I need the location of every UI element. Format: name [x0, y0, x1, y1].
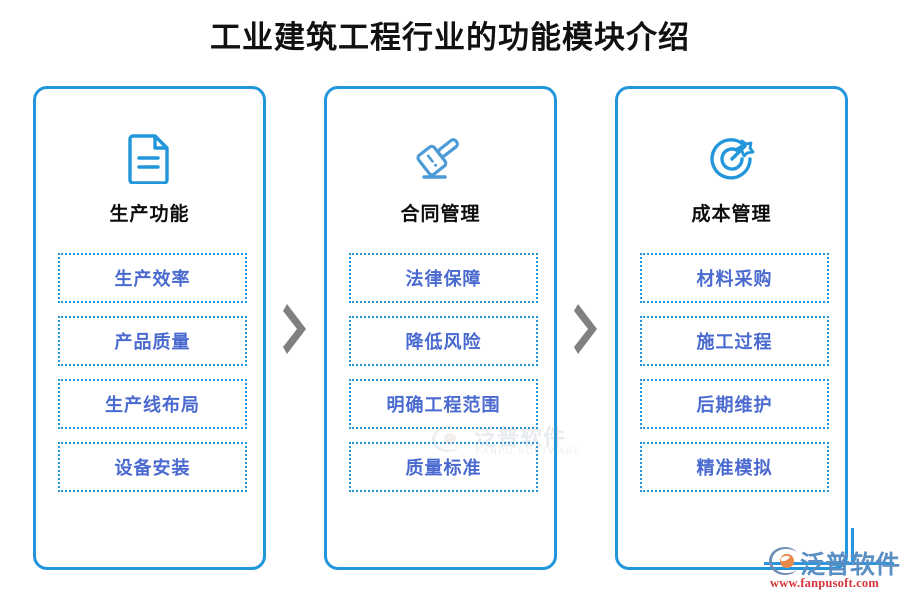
- list-item-label: 后期维护: [696, 395, 773, 415]
- gavel-icon: [327, 127, 554, 189]
- list-item[interactable]: 材料采购: [640, 253, 829, 303]
- page-title: 工业建筑工程行业的功能模块介绍: [210, 20, 690, 55]
- card-item-list: 生产效率 产品质量 生产线布局 设备安装: [58, 253, 247, 505]
- target-arrow-icon: [618, 127, 845, 189]
- card-item-list: 法律保障 降低风险 明确工程范围 质量标准: [349, 253, 538, 505]
- document-icon: [36, 127, 263, 189]
- list-item-label: 生产线布局: [105, 395, 200, 415]
- list-item[interactable]: 明确工程范围: [349, 379, 538, 429]
- module-card-production[interactable]: 生产功能 生产效率 产品质量 生产线布局 设备安装: [33, 86, 266, 570]
- list-item-label: 施工过程: [696, 332, 773, 352]
- card-item-list: 材料采购 施工过程 后期维护 精准模拟: [640, 253, 829, 505]
- card-heading: 成本管理: [691, 204, 772, 225]
- module-card-cost[interactable]: 成本管理 材料采购 施工过程 后期维护 精准模拟: [615, 86, 848, 570]
- list-item[interactable]: 生产线布局: [58, 379, 247, 429]
- logo-horizontal-rule: [764, 562, 894, 565]
- list-item-label: 生产效率: [114, 269, 191, 289]
- list-item-label: 质量标准: [405, 458, 482, 478]
- card-heading: 合同管理: [400, 204, 481, 225]
- list-item[interactable]: 质量标准: [349, 442, 538, 492]
- brand-logo: 泛普软件 www.fanpusoft.com: [764, 528, 900, 596]
- card-heading: 生产功能: [109, 204, 190, 225]
- chevron-right-icon: [282, 300, 312, 358]
- list-item[interactable]: 生产效率: [58, 253, 247, 303]
- list-item-label: 降低风险: [405, 332, 482, 352]
- logo-vertical-rule: [851, 528, 854, 563]
- list-item[interactable]: 产品质量: [58, 316, 247, 366]
- list-item-label: 设备安装: [114, 458, 191, 478]
- list-item-label: 明确工程范围: [386, 395, 501, 415]
- list-item-label: 精准模拟: [696, 458, 773, 478]
- list-item[interactable]: 精准模拟: [640, 442, 829, 492]
- list-item[interactable]: 法律保障: [349, 253, 538, 303]
- list-item[interactable]: 施工过程: [640, 316, 829, 366]
- chevron-right-icon: [573, 300, 603, 358]
- list-item-label: 产品质量: [114, 332, 191, 352]
- logo-text: 泛普软件: [800, 552, 900, 579]
- list-item-label: 法律保障: [405, 269, 482, 289]
- list-item[interactable]: 后期维护: [640, 379, 829, 429]
- module-card-contract[interactable]: 合同管理 法律保障 降低风险 明确工程范围 质量标准: [324, 86, 557, 570]
- logo-url: www.fanpusoft.com: [770, 576, 879, 590]
- list-item-label: 材料采购: [696, 269, 773, 289]
- list-item[interactable]: 设备安装: [58, 442, 247, 492]
- list-item[interactable]: 降低风险: [349, 316, 538, 366]
- logo-mark-icon: [769, 547, 797, 575]
